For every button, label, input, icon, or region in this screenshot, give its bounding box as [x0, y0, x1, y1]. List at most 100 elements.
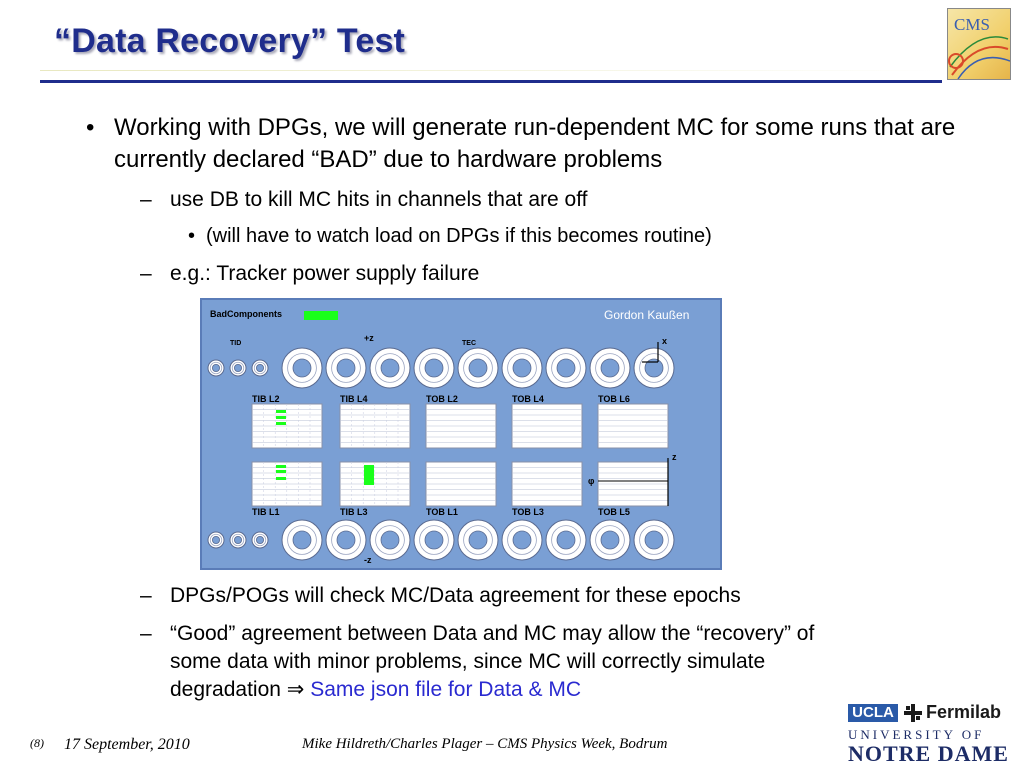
tracker-bad-components-figure: Gordon Kaußen BadComponents TID TEC +z -… — [200, 298, 722, 570]
tid-disk-hole — [234, 535, 243, 544]
bullet-symbol: • — [86, 114, 95, 141]
tec-disk-ring — [595, 353, 625, 383]
tec-disk-hole — [556, 530, 576, 550]
tec-disk-ring — [287, 353, 317, 383]
bullet-sub-1-text: use DB to kill MC hits in channels that … — [170, 188, 588, 211]
minus-z-label: -z — [364, 555, 372, 565]
tec-disk-ring — [551, 525, 581, 555]
title-underline-light — [40, 70, 942, 71]
tec-disk-hole — [424, 530, 444, 550]
tec-disk-hole — [600, 530, 620, 550]
tec-disk-hole — [468, 530, 488, 550]
tec-disk-hole — [512, 358, 532, 378]
tec-disk-ring — [375, 525, 405, 555]
dash-symbol: – — [140, 188, 152, 211]
notre-dame-logo-line-1: UNIVERSITY OF — [848, 727, 985, 742]
legend-swatch — [304, 311, 338, 320]
bullet-main-text: Working with DPGs, we will generate run-… — [114, 114, 956, 173]
tec-label: TEC — [462, 340, 476, 347]
cms-logo-graphic — [948, 36, 1010, 79]
bad-component-mark — [364, 465, 374, 485]
tid-disk-ring — [231, 533, 245, 547]
bad-component-mark — [276, 465, 286, 468]
tec-disk-hole — [644, 530, 664, 550]
tec-disk-hole — [512, 530, 532, 550]
dash-symbol: – — [140, 262, 152, 285]
tracker-map-graphic — [207, 342, 675, 561]
tid-disk-ring — [209, 361, 223, 375]
bad-component-mark — [276, 416, 286, 419]
bullet-sub-3-text: DPGs/POGs will check MC/Data agreement f… — [170, 584, 741, 607]
tec-disk-hole — [380, 530, 400, 550]
slide-number: (8) — [30, 736, 44, 750]
tec-disk-ring — [507, 353, 537, 383]
layer-label: TOB L6 — [598, 394, 630, 404]
layer-label: TIB L1 — [252, 507, 280, 517]
layer-label: TIB L3 — [340, 507, 368, 517]
cms-logo: CMS — [947, 8, 1011, 80]
layer-label: TIB L2 — [252, 394, 280, 404]
highlight-text: Same json file for Data & MC — [310, 678, 581, 701]
z-axis-label: z — [672, 452, 677, 462]
degradation-text: degradation — [170, 678, 281, 701]
figure-credit: Gordon Kaußen — [604, 308, 690, 322]
tec-disk-ring — [419, 525, 449, 555]
bad-component-mark — [276, 470, 286, 473]
plus-z-label: +z — [364, 333, 374, 343]
tec-disk-hole — [292, 358, 312, 378]
tec-disk-ring — [639, 525, 669, 555]
tec-disk-ring — [419, 353, 449, 383]
tec-disk-ring — [287, 525, 317, 555]
x-axis-label: x — [662, 336, 668, 346]
tec-disk-hole — [600, 358, 620, 378]
bullet-sub-1-1-text: (will have to watch load on DPGs if this… — [206, 225, 712, 247]
fermilab-icon — [904, 704, 922, 722]
bad-component-mark — [276, 410, 286, 413]
dash-symbol: – — [140, 584, 152, 607]
layer-label: TOB L4 — [512, 394, 544, 404]
tid-disk-hole — [234, 364, 243, 373]
tid-disk-ring — [231, 361, 245, 375]
bad-component-mark — [276, 422, 286, 425]
tec-disk-hole — [644, 358, 664, 378]
slide-title: “Data Recovery” Test — [54, 22, 406, 60]
bullet-sub-2-text: e.g.: Tracker power supply failure — [170, 262, 480, 285]
tec-disk-ring — [331, 525, 361, 555]
footer-date: 17 September, 2010 — [64, 736, 190, 753]
ucla-logo: UCLA — [848, 704, 898, 722]
tid-disk-ring — [209, 533, 223, 547]
cms-logo-text: CMS — [954, 15, 990, 34]
legend-label: BadComponents — [210, 309, 282, 319]
tid-label: TID — [230, 340, 242, 347]
implies-arrow: ⇒ — [286, 678, 305, 701]
tid-disk-ring — [253, 533, 267, 547]
tec-disk-hole — [292, 530, 312, 550]
layer-label: TOB L1 — [426, 507, 458, 517]
tec-disk-ring — [463, 525, 493, 555]
tid-disk-hole — [256, 364, 265, 373]
layer-label: TOB L2 — [426, 394, 458, 404]
bullet-sub-4-text: “Good” agreement between Data and MC may… — [170, 620, 970, 704]
notre-dame-logo-line-2: NOTRE DAME — [848, 741, 1009, 766]
tec-disk-hole — [336, 530, 356, 550]
tid-disk-hole — [211, 535, 220, 544]
bullet-sub-4-line-1: “Good” agreement between Data and MC may… — [170, 622, 815, 645]
tec-disk-hole — [556, 358, 576, 378]
tid-disk-ring — [253, 361, 267, 375]
layer-label: TIB L4 — [340, 394, 368, 404]
tec-disk-ring — [331, 353, 361, 383]
title-underline — [40, 80, 942, 83]
bad-component-mark — [276, 477, 286, 480]
layer-label: TOB L3 — [512, 507, 544, 517]
tec-disk-ring — [639, 353, 669, 383]
bullet-sub-4-line-2: some data with minor problems, since MC … — [170, 650, 766, 673]
tec-disk-ring — [507, 525, 537, 555]
tec-disk-hole — [468, 358, 488, 378]
fermilab-logo: Fermilab — [926, 702, 1002, 722]
phi-axis-label: φ — [588, 476, 595, 486]
layer-label: TOB L5 — [598, 507, 630, 517]
tid-disk-hole — [256, 535, 265, 544]
dash-symbol: – — [140, 622, 152, 645]
tid-disk-hole — [211, 364, 220, 373]
tec-disk-ring — [463, 353, 493, 383]
